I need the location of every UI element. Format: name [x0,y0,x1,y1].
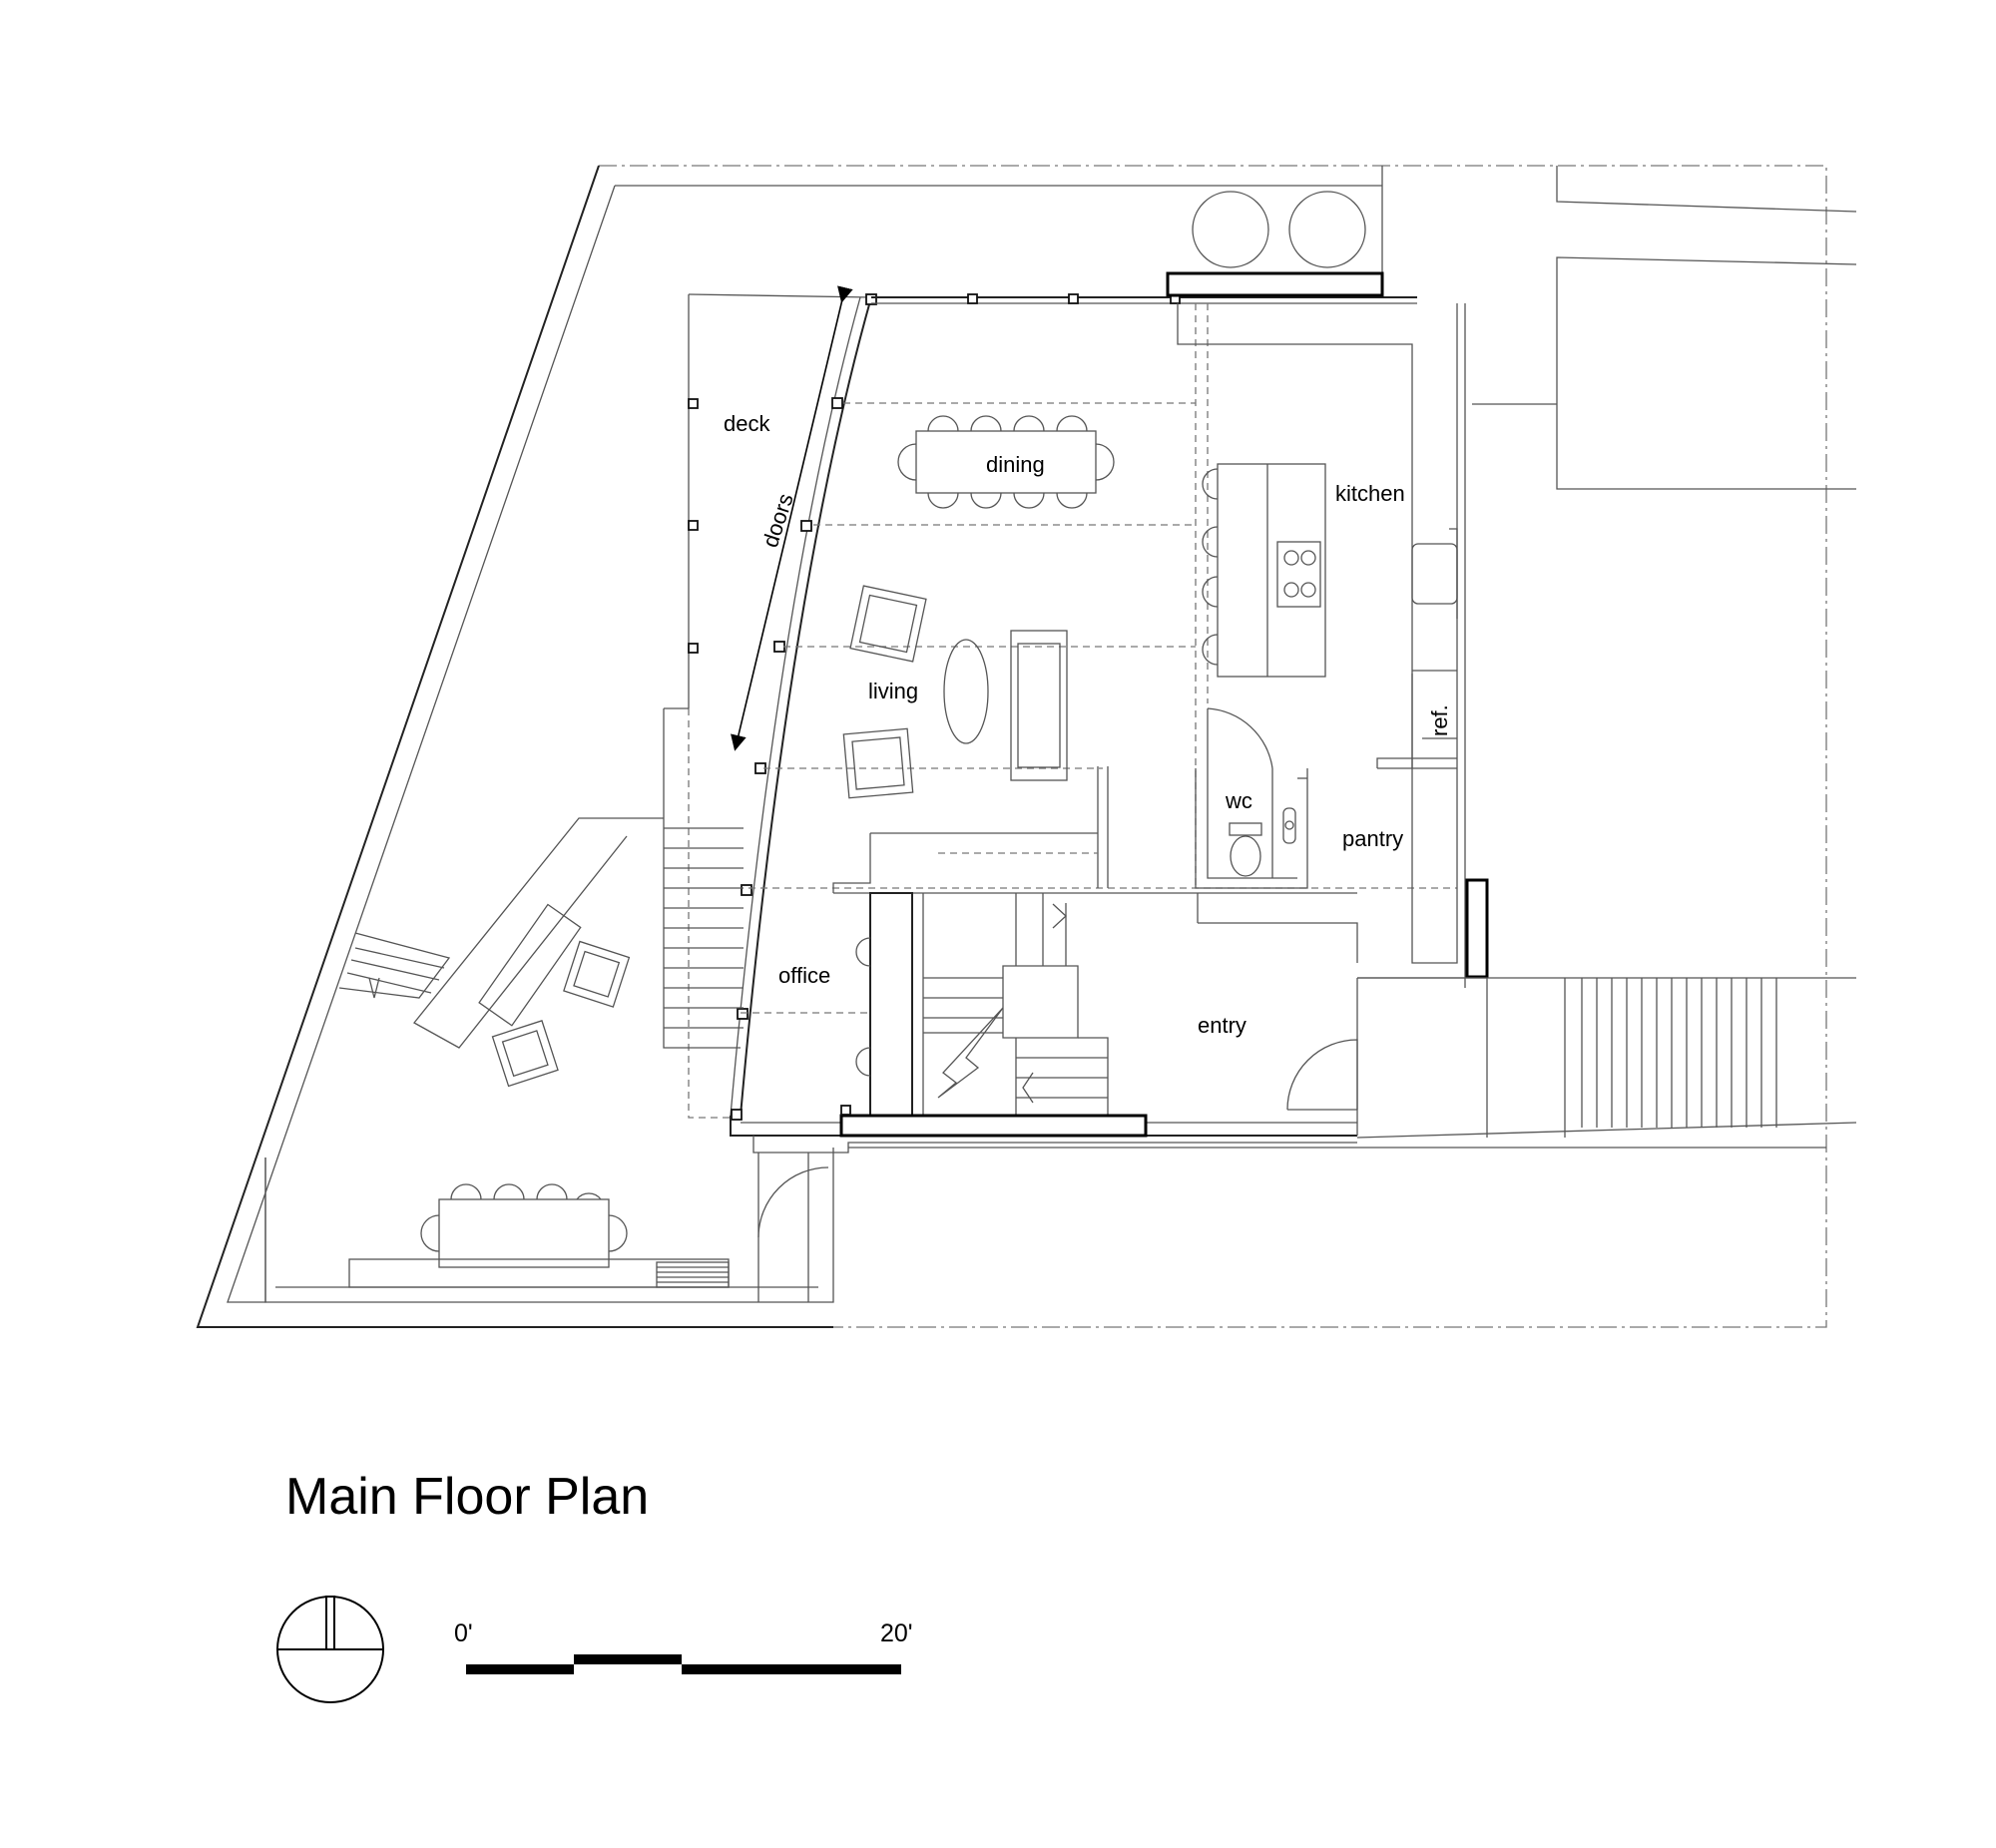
label-dining: dining [986,452,1045,477]
label-pantry: pantry [1342,826,1403,851]
main-stair [922,893,1109,1119]
kitchen-island [1202,463,1326,678]
planters [1192,191,1366,268]
office-room [855,892,913,1119]
wc-room [1195,707,1308,889]
label-office: office [778,963,830,988]
scale-bar: 0' 20' [454,1619,913,1674]
kitchen-walls [1177,303,1466,988]
living-furniture [842,585,1068,799]
scale-end-label: 20' [880,1619,913,1647]
courtyard [264,1148,834,1303]
neighbor-building [1472,166,1857,490]
deck-stair [663,707,744,1049]
label-wc: wc [1225,788,1252,813]
entry-door [1286,977,1487,1111]
curved-glass-wall [730,285,877,1121]
label-entry: entry [1198,1013,1247,1038]
room-labels: deck doors dining kitchen living ref. wc… [724,411,1452,1038]
terrace [338,817,664,1088]
label-living: living [868,679,918,703]
north-wall [871,271,1417,304]
south-wall [730,978,1826,1154]
deck-outline [688,293,872,1119]
label-deck: deck [724,411,770,436]
exterior-stair [1581,978,1777,1128]
east-wall [1356,878,1857,1139]
dining-table [897,415,1115,509]
label-doors: doors [757,490,798,550]
label-kitchen: kitchen [1335,481,1405,506]
label-ref: ref. [1427,704,1452,736]
north-arrow-icon [276,1596,384,1703]
scale-start-label: 0' [454,1619,473,1647]
page-title: Main Floor Plan [285,1468,649,1526]
interior-walls [832,766,1358,963]
property-line [196,165,1827,1328]
beam-lines [741,303,1457,1014]
